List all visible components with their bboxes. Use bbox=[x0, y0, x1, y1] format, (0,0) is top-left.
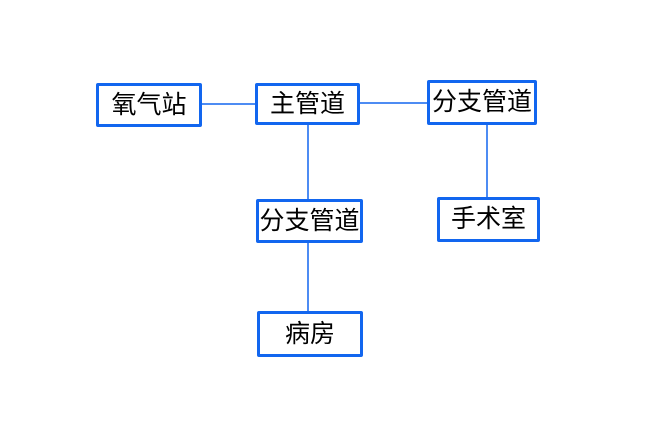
node-branch-pipeline-right: 分支管道 bbox=[427, 80, 537, 125]
node-ward: 病房 bbox=[257, 311, 363, 357]
node-ward-label: 病房 bbox=[284, 320, 335, 348]
node-branch-pipeline-middle: 分支管道 bbox=[256, 199, 363, 243]
node-oxygen-station-label: 氧气站 bbox=[111, 91, 187, 119]
node-main-pipeline: 主管道 bbox=[255, 83, 360, 125]
node-main-pipeline-label: 主管道 bbox=[269, 90, 345, 118]
node-operating-room: 手术室 bbox=[437, 197, 540, 242]
node-branch-pipeline-middle-label: 分支管道 bbox=[259, 207, 360, 235]
node-branch-pipeline-right-label: 分支管道 bbox=[431, 89, 532, 116]
node-oxygen-station: 氧气站 bbox=[96, 83, 202, 127]
node-operating-room-label: 手术室 bbox=[450, 206, 526, 233]
